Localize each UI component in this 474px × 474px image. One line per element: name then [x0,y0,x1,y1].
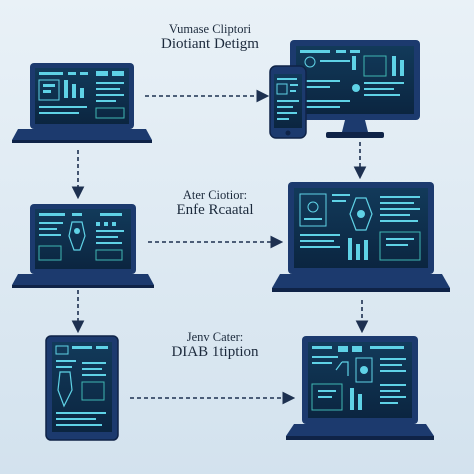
caption-bottom-line2: DIAB 1tiption [171,344,259,361]
laptop-middle-left [12,204,154,288]
caption-top-line2: Diotiant Detigm [161,36,259,53]
caption-bottom-line1: Jenv Cater: [186,330,244,344]
screen-content [299,193,421,261]
caption-middle-line2: Enfe Rcaatal [176,202,254,219]
screen-content [300,50,404,108]
phone-top-right [269,65,307,139]
screen-content [276,78,299,120]
caption-middle: Ater Ciotior: Enfe Rcaatal [160,188,270,220]
screen-content [55,345,108,426]
caption-middle-line1: Ater Ciotior: [182,188,248,202]
connector-arrows [71,89,369,405]
laptop-top-left [12,63,152,143]
screen-content [38,213,124,261]
monitor-top-right [290,40,420,138]
tablet-bottom-left [45,335,119,441]
screen-content [311,346,406,411]
laptop-bottom-right [286,336,434,440]
caption-top: Vumase Cliptori Diotiant Detigm [150,22,270,54]
caption-top-line1: Vumase Cliptori [168,22,252,36]
caption-bottom: Jenv Cater: DIAB 1tiption [160,330,270,362]
laptop-middle-right [272,182,450,292]
screen-content [38,71,125,119]
